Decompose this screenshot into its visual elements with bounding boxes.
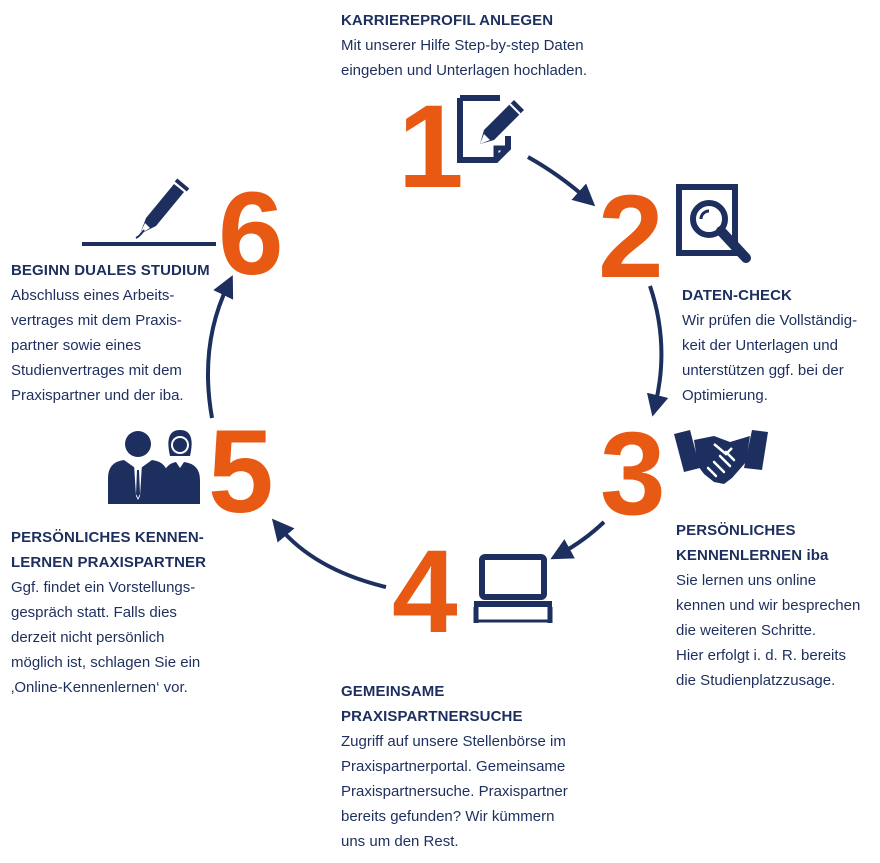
- step-5-body-line: gespräch statt. Falls dies: [11, 604, 177, 621]
- arrow-3-to-4: [550, 520, 606, 560]
- step-3-title-suffix: iba: [806, 547, 829, 564]
- step-3-title-line-text: KENNENLERNEN: [676, 547, 803, 564]
- step-2-body-line: Wir prüfen die Vollständig-: [682, 312, 858, 329]
- step-6-text: BEGINN DUALES STUDIUM Abschluss eines Ar…: [11, 258, 210, 408]
- step-4-body-line: bereits gefunden? Wir kümmern: [341, 808, 555, 825]
- step-3-title-line: PERSÖNLICHES: [676, 522, 796, 539]
- step-4-body-line: Zugriff auf unsere Stellenbörse im: [341, 733, 566, 750]
- step-6-body: Abschluss eines Arbeits- vertrages mit d…: [11, 283, 210, 408]
- step-3-body-line: Hier erfolgt i. d. R. bereits: [676, 647, 847, 664]
- step-number-5: 5: [208, 406, 274, 538]
- step-5-body-line: Ggf. findet ein Vorstellungs-: [11, 579, 196, 596]
- people-icon: [108, 430, 200, 504]
- arrow-5-to-6: [206, 275, 234, 419]
- step-6-body-line: Abschluss eines Arbeits-: [11, 287, 175, 304]
- step-1-title-line: KARRIEREPROFIL ANLEGEN: [341, 12, 554, 29]
- step-1-title: KARRIEREPROFIL ANLEGEN: [341, 8, 587, 33]
- step-5-title-line: PERSÖNLICHES KENNEN-: [11, 529, 204, 546]
- signing-pen-icon: [82, 178, 216, 246]
- magnifier-document-icon: [676, 184, 751, 263]
- step-1-body-line: eingeben und Unterlagen hochladen.: [341, 62, 588, 79]
- step-1-body: Mit unserer Hilfe Step-by-step Daten ein…: [341, 33, 587, 83]
- step-3-body-line: kennen und wir besprechen: [676, 597, 861, 614]
- step-3-text: PERSÖNLICHES KENNENLERNEN iba Sie lernen…: [676, 518, 860, 693]
- step-2-body-line: unterstützen ggf. bei der: [682, 362, 844, 379]
- step-2-body-line: Optimierung.: [682, 387, 768, 404]
- step-number-3: 3: [600, 408, 666, 540]
- arrow-2-to-3: [646, 285, 669, 417]
- step-6-title-line: BEGINN DUALES STUDIUM: [11, 262, 210, 279]
- step-2-body-line: keit der Unterlagen und: [682, 337, 838, 354]
- step-3-title-line: KENNENLERNEN iba: [676, 543, 860, 568]
- step-2-title: DATEN-CHECK: [682, 283, 857, 308]
- step-6-body-line: Studienvertrages mit dem: [11, 362, 182, 379]
- step-4-body-line: Praxispartnersuche. Praxispartner: [341, 783, 568, 800]
- step-4-body: Zugriff auf unsere Stellenbörse im Praxi…: [341, 729, 568, 854]
- step-number-1: 1: [398, 81, 464, 213]
- step-6-title: BEGINN DUALES STUDIUM: [11, 258, 210, 283]
- step-2-title-line: DATEN-CHECK: [682, 287, 792, 304]
- step-number-2: 2: [598, 171, 664, 303]
- step-3-body-line: Sie lernen uns online: [676, 572, 817, 589]
- step-3-body-line: die Studienplatzzusage.: [676, 672, 836, 689]
- step-2-text: DATEN-CHECK Wir prüfen die Vollständig- …: [682, 283, 857, 408]
- arrow-4-to-5: [271, 518, 387, 589]
- step-6-body-line: Praxispartner und der iba.: [11, 387, 184, 404]
- laptop-icon: [473, 554, 553, 623]
- edit-document-icon: [457, 95, 524, 163]
- step-number-4: 4: [392, 526, 458, 658]
- step-6-body-line: vertrages mit dem Praxis-: [11, 312, 182, 329]
- step-5-body-line: derzeit nicht persönlich: [11, 629, 165, 646]
- step-6-body-line: partner sowie eines: [11, 337, 142, 354]
- step-5-body: Ggf. findet ein Vorstellungs- gespräch s…: [11, 575, 206, 700]
- step-3-title: PERSÖNLICHES KENNENLERNEN iba: [676, 518, 860, 568]
- step-5-title: PERSÖNLICHES KENNEN- LERNEN PRAXISPARTNE…: [11, 525, 206, 575]
- step-3-body-line: die weiteren Schritte.: [676, 622, 817, 639]
- step-3-body: Sie lernen uns online kennen und wir bes…: [676, 568, 860, 693]
- step-5-body-line: ‚Online-Kennenlernen‘ vor.: [11, 679, 188, 696]
- step-4-title-line: PRAXISPARTNERSUCHE: [341, 708, 523, 725]
- step-4-text: GEMEINSAME PRAXISPARTNERSUCHE Zugriff au…: [341, 679, 568, 854]
- step-4-title: GEMEINSAME PRAXISPARTNERSUCHE: [341, 679, 568, 729]
- step-4-body-line: uns um den Rest.: [341, 833, 459, 850]
- step-1-text: KARRIEREPROFIL ANLEGEN Mit unserer Hilfe…: [341, 8, 587, 83]
- step-5-body-line: möglich ist, schlagen Sie ein: [11, 654, 201, 671]
- step-number-6: 6: [218, 168, 284, 300]
- step-5-title-line: LERNEN PRAXISPARTNER: [11, 554, 207, 571]
- step-4-title-line: GEMEINSAME: [341, 683, 445, 700]
- step-2-body: Wir prüfen die Vollständig- keit der Unt…: [682, 308, 857, 408]
- step-4-body-line: Praxispartnerportal. Gemeinsame: [341, 758, 566, 775]
- step-1-body-line: Mit unserer Hilfe Step-by-step Daten: [341, 37, 584, 54]
- arrow-1-to-2: [527, 155, 596, 207]
- step-5-text: PERSÖNLICHES KENNEN- LERNEN PRAXISPARTNE…: [11, 525, 206, 700]
- handshake-icon: [674, 430, 768, 484]
